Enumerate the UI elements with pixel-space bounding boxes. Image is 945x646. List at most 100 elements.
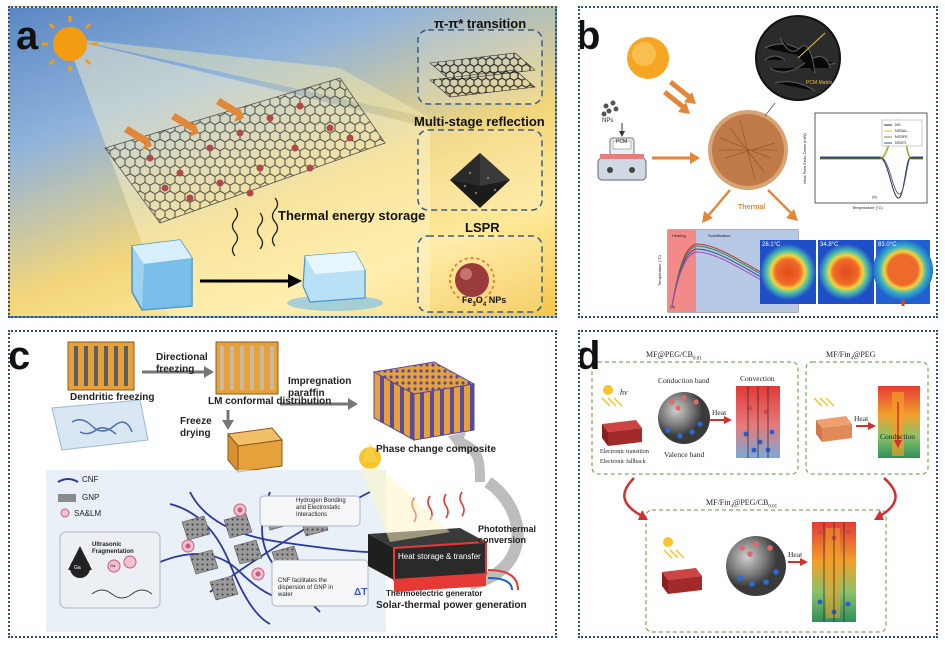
panel-a: a π-π* transition Multi-stage reflection… [8, 6, 557, 318]
sun-icon [359, 442, 381, 469]
legend-salm: SA&LM [74, 509, 102, 518]
ir-temp-3: 83.0°C [878, 242, 897, 248]
heat-waves [231, 197, 279, 257]
storage-label: Thermal energy storage [278, 208, 426, 223]
nps-label: NPs [602, 118, 614, 124]
ir-images [760, 240, 933, 306]
legend-cnf: CNF [82, 475, 99, 484]
panel-d: d MF@PEG/CB0.01 MF/Fin4@PEG MF/Fin4@PEG/… [578, 330, 938, 638]
e-fallback-label: Electronic fallback [600, 459, 646, 465]
box3-title: MF/Fin4@PEG/CB0.01 [706, 498, 778, 510]
ga-droplet-label: Ga [74, 565, 81, 571]
freeze-drying-label: Freeze drying [180, 416, 212, 439]
panel-c-label: c [8, 334, 31, 378]
nanoparticle-sphere-icon [449, 257, 495, 303]
graphene-layers [429, 52, 536, 98]
panel-b-art [597, 15, 933, 313]
box1-art [601, 385, 780, 458]
hbond-inset [259, 495, 361, 527]
panel-c-art [46, 341, 524, 632]
nps-dots [601, 100, 619, 117]
lspr-title: LSPR [465, 220, 500, 235]
directional-label: Directional freezing [156, 352, 208, 375]
cnf-fibres [159, 491, 371, 625]
phase-change-composite [372, 361, 476, 441]
pcc-label: Phase change composite [376, 444, 497, 455]
legend-cnf-swatch [57, 478, 79, 483]
conduction-band-label: Conduction band [658, 376, 710, 385]
dsc-legend-1: NS [895, 122, 901, 127]
dendritic-block [51, 341, 149, 451]
panel-a-label: a [16, 14, 39, 58]
ir-temp-1: 28.1°C [762, 242, 781, 248]
nanoparticles [146, 102, 354, 202]
graphene-sheet [105, 78, 385, 223]
dsc-legend-4: NS5TI [895, 140, 907, 145]
dsc-xlabel: Temperature (°C) [852, 205, 883, 210]
box2-art [813, 386, 920, 458]
curve-ylabel: Temperature (°C) [656, 255, 662, 286]
legend-gnp-swatch [58, 494, 76, 502]
box1-title: MF@PEG/CB0.01 [646, 350, 702, 362]
octahedron-icon [450, 153, 510, 208]
e-transition-label: Electronic transition [600, 449, 649, 455]
ice-cube-solid [131, 239, 193, 311]
panel-d-label: d [578, 334, 601, 378]
panel-a-art [42, 16, 543, 316]
pcm-disc [708, 110, 788, 190]
dendritic-label: Dendritic freezing [70, 392, 155, 403]
hbond-label: Hydrogen Bonding and Electrostatic Inter… [296, 498, 346, 518]
ice-cube-melting [287, 251, 383, 311]
cnf-fac-label: CNF facilitates the dispersion of GNP in… [278, 578, 333, 598]
sun-icon [627, 37, 669, 79]
cnf-inset [271, 559, 369, 607]
panel-b-label: b [578, 14, 601, 58]
dsc-tag: (a) [872, 194, 877, 199]
light-arrows [124, 98, 244, 150]
panel-d-art [591, 361, 929, 633]
hot-plate-icon [597, 137, 647, 181]
panel-c: c Dendritic freezing Directional freezin… [8, 330, 557, 638]
curve-tag: (a) [670, 304, 675, 309]
sem-image [755, 15, 841, 101]
transition-title: π-π* transition [434, 16, 527, 31]
hv-label: hv [620, 388, 628, 397]
salm-particles [181, 503, 265, 581]
dsc-ylabel: Heat Flow Endo Down (mW) [801, 133, 807, 184]
sun-icon [42, 16, 98, 72]
panel-b: b NPs PCM Thermal PCM Matrix NS NS5AL NS… [578, 6, 938, 318]
sem-label: PCM Matrix [806, 80, 833, 86]
pcm-label: PCM [616, 139, 628, 145]
teg-label: Thermoelectric generator [386, 589, 483, 598]
lm-dist-label: LM conformal distribution [208, 396, 332, 407]
aerogel-block [227, 427, 283, 474]
convection-label: Convection [740, 374, 775, 383]
dsc-legend-2: NS5AL [895, 128, 908, 133]
delta-t-label: ΔT [354, 587, 368, 598]
heating-label: Heating [672, 233, 686, 238]
photothermal-label: Photothermal conversion [478, 524, 537, 545]
box2-title: MF/Fin4@PEG [826, 350, 876, 362]
ir-temp-2: 34.8°C [820, 242, 839, 248]
box-mf-fin-peg [805, 361, 929, 475]
heat-label-3: Heat [788, 550, 803, 559]
legend-salm-swatch [60, 508, 70, 518]
valence-band-label: Valence band [664, 450, 705, 459]
lm-block [215, 341, 279, 395]
nps-label: Fe3O4 NPs [462, 295, 507, 308]
legend-gnp: GNP [82, 493, 100, 502]
conduction-label: Conduction [880, 432, 915, 441]
solidification-label: Solidification [708, 233, 731, 238]
ultrasonic-label: Ultrasonic Fragmentation [92, 542, 134, 555]
box3-art [662, 522, 856, 622]
heat-label-2: Heat [854, 414, 869, 423]
box-mf-fin-peg-cb [645, 509, 887, 633]
reflection-title: Multi-stage reflection [414, 114, 545, 129]
impregnation-label: Impregnation paraffin [288, 376, 352, 399]
dsc-legend-3: NS5FE [895, 134, 908, 139]
thermal-label: Thermal [738, 204, 766, 211]
box-mf-peg-cb [591, 361, 799, 475]
heat-label-1: Heat [712, 408, 727, 417]
dsc-chart [814, 112, 928, 204]
heat-storage-label: Heat storage & transfer [398, 552, 481, 561]
